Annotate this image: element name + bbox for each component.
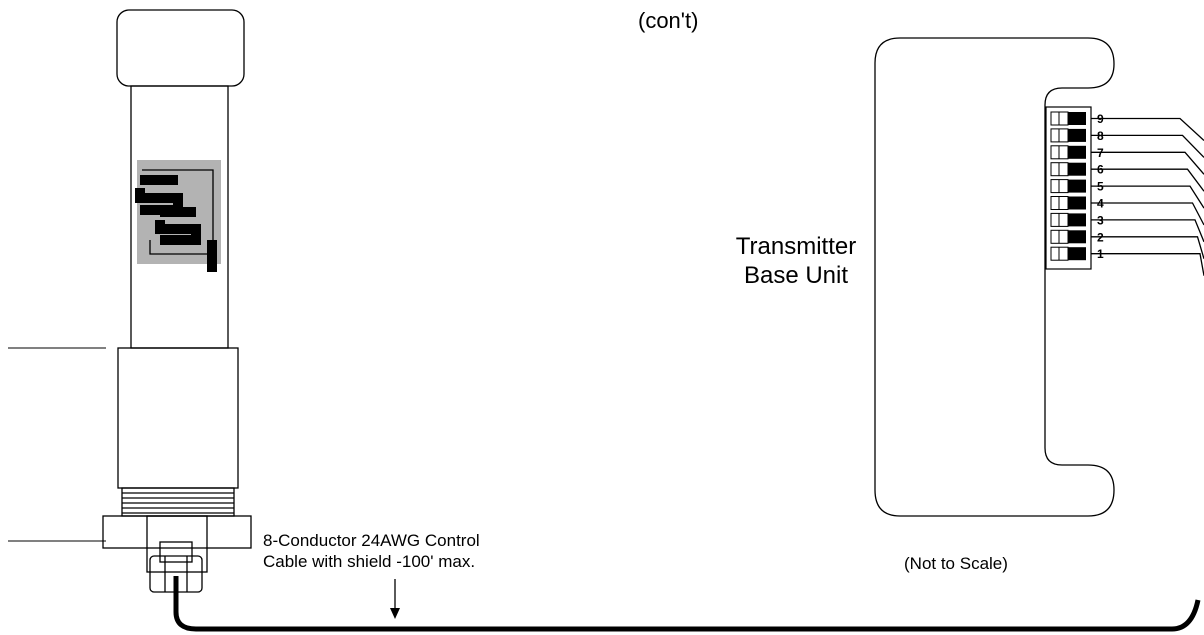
terminal-wire: [1091, 185, 1204, 209]
dip-switch: [1050, 246, 1086, 261]
continued-label: (con't): [638, 8, 699, 33]
transmitter-label-line1: Transmitter: [735, 233, 857, 260]
dip-switch: [1050, 229, 1086, 244]
beacon-tower: [102, 9, 252, 593]
dip-switch: [1050, 111, 1086, 126]
dip-switch: [1050, 212, 1086, 227]
terminal-wire: [1091, 134, 1204, 158]
dip-switch: [1050, 128, 1086, 143]
terminal-wires: [1091, 117, 1204, 276]
beacon-mounting-nut: [102, 515, 252, 549]
transmitter-label: Transmitter Base Unit: [730, 232, 862, 290]
cable-label: 8-Conductor 24AWG Control Cable with shi…: [263, 530, 480, 572]
dip-switch: [1050, 145, 1086, 160]
beacon-base-body: [117, 347, 239, 489]
terminal-wire: [1091, 219, 1204, 243]
dip-switch: [1050, 162, 1086, 177]
control-cable: [173, 576, 1201, 632]
beacon-fitting: [146, 515, 208, 573]
terminal-wire: [1091, 202, 1204, 226]
cable-label-line1: 8-Conductor 24AWG Control: [263, 531, 480, 550]
scale-note: (Not to Scale): [904, 554, 1008, 573]
beacon-cap: [116, 9, 245, 87]
dip-switch: [1050, 196, 1086, 210]
beacon-thread: [121, 487, 235, 517]
ssi-logo: [135, 160, 221, 272]
transmitter-label-line2: Base Unit: [743, 262, 849, 289]
cable-label-line2: Cable with shield -100' max.: [263, 552, 476, 571]
dip-switch: [1050, 179, 1086, 194]
transmitter-housing: [874, 37, 1115, 517]
terminal-wire: [1091, 151, 1204, 175]
cable-pointer-arrow: [390, 579, 400, 619]
terminal-wire: [1091, 168, 1204, 192]
terminal-wire: [1091, 253, 1204, 276]
terminal-wire: [1091, 117, 1204, 141]
beacon-fitting-body: [159, 541, 193, 563]
terminal-wire: [1091, 236, 1204, 259]
